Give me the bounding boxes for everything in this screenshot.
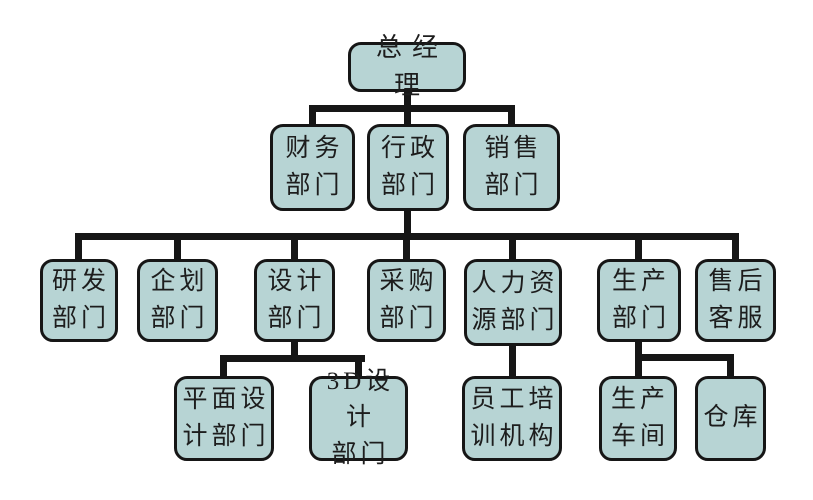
- node-graphic-design-dept: 平面设 计部门: [174, 376, 274, 461]
- node-3d-design-dept: 3D设计 部门: [309, 368, 408, 468]
- connector-stub-production: [635, 233, 642, 259]
- connector-hr-training: [509, 344, 516, 376]
- node-warehouse: 仓库: [695, 376, 766, 461]
- node-hr-dept: 人力资 源部门: [464, 259, 562, 346]
- connector-design-down: [291, 340, 298, 362]
- node-after-sales-service: 售后 客服: [695, 259, 776, 342]
- node-design-dept: 设计 部门: [254, 259, 335, 342]
- node-planning-dept: 企划 部门: [137, 259, 218, 342]
- node-general-manager: 总经理: [348, 33, 466, 100]
- connector-production-horizontal: [635, 354, 734, 361]
- node-purchasing-dept: 采购 部门: [367, 259, 446, 342]
- connector-design-horizontal: [220, 355, 365, 362]
- connector-stub-planning: [174, 233, 181, 259]
- connector-stub-finance: [309, 105, 316, 124]
- node-production-dept: 生产 部门: [597, 259, 681, 342]
- node-employee-training: 员工培 训机构: [462, 376, 562, 461]
- connector-stub-warehouse: [727, 354, 734, 376]
- connector-stub-rd: [75, 233, 82, 259]
- connector-stub-after-sales: [732, 233, 739, 259]
- connector-stub-purchasing: [403, 233, 410, 259]
- connector-stub-graphic-design: [220, 355, 227, 376]
- node-production-workshop: 生产 车间: [599, 376, 677, 461]
- node-finance-dept: 财务 部门: [270, 124, 355, 211]
- node-sales-dept: 销售 部门: [463, 124, 560, 211]
- connector-row2-horizontal: [309, 105, 515, 112]
- node-rd-dept: 研发 部门: [40, 259, 118, 342]
- connector-stub-sales: [508, 105, 515, 124]
- connector-stub-3d-design: [355, 355, 362, 376]
- node-admin-dept: 行政 部门: [367, 124, 449, 211]
- connector-admin-down: [404, 209, 411, 240]
- connector-stub-hr: [509, 233, 516, 259]
- connector-stub-design: [291, 233, 298, 259]
